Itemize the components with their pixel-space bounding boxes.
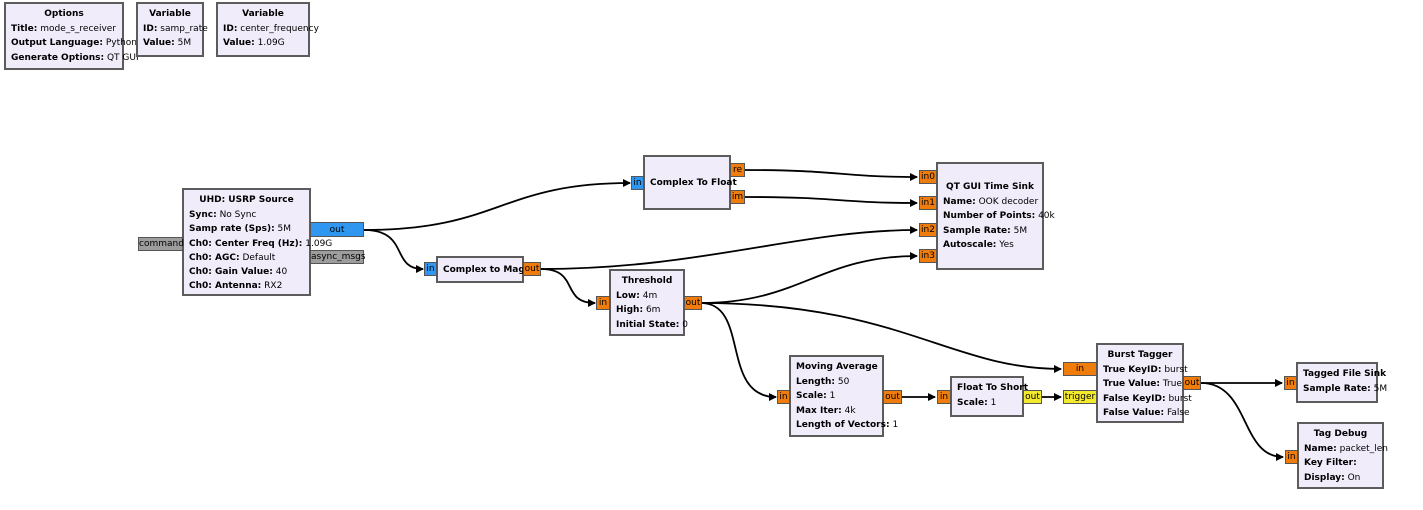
- time-sink-in1-port[interactable]: in1: [919, 196, 937, 210]
- wire-threshold-to-burst-tagger: [700, 302, 1062, 373]
- param-row: ID: samp_rate: [143, 24, 208, 35]
- param-row: Scale: 1: [957, 398, 997, 409]
- param-row: Initial State: 0: [616, 319, 688, 330]
- variable-samp-rate-block[interactable]: Variable ID: samp_rate Value: 5M: [136, 2, 208, 57]
- variable-center-frequency-block[interactable]: Variable ID: center_frequency Value: 1.0…: [216, 2, 319, 57]
- param-row: True KeyID: burst: [1103, 365, 1188, 376]
- complex-to-float-im-port[interactable]: im: [730, 190, 745, 204]
- burst-tagger-out-port[interactable]: out: [1183, 376, 1201, 390]
- wire-mag-to-threshold: [540, 268, 596, 307]
- wire-re-to-in0: [744, 169, 918, 181]
- moving-average-out-port[interactable]: out: [883, 390, 902, 404]
- block-title: Options: [44, 9, 84, 19]
- moving-average-in-port[interactable]: in: [777, 390, 790, 404]
- wire-usrp-to-complex-to-float: [363, 179, 631, 231]
- param-row: Output Language: Python: [11, 38, 138, 49]
- float-to-short-out-port[interactable]: out: [1023, 390, 1042, 404]
- float-to-short-in-port[interactable]: in: [937, 390, 951, 404]
- options-block[interactable]: Options Title: mode_s_receiver Output La…: [4, 2, 139, 70]
- wire-mag-to-in2: [540, 226, 918, 270]
- param-row: True Value: True: [1103, 379, 1182, 390]
- param-row: False Value: False: [1103, 407, 1190, 418]
- block-title: Complex To Float: [650, 178, 737, 188]
- param-row: Sample Rate: 5M: [1303, 384, 1388, 395]
- param-row: Key Filter:: [1304, 458, 1357, 469]
- complex-to-mag-in-port[interactable]: in: [424, 262, 437, 276]
- time-sink-block[interactable]: QT GUI Time Sink Name: OOK decoder Numbe…: [936, 162, 1055, 270]
- block-title: Float To Short: [957, 383, 1028, 393]
- param-row: Sync: No Sync: [189, 210, 257, 221]
- param-row: Ch0: AGC: Default: [189, 252, 276, 263]
- param-row: Ch0: Antenna: RX2: [189, 281, 283, 292]
- param-row: ID: center_frequency: [223, 24, 319, 35]
- param-row: Max Iter: 4k: [796, 405, 856, 416]
- param-row: High: 6m: [616, 305, 661, 316]
- block-title: Moving Average: [796, 362, 878, 372]
- param-row: Length of Vectors: 1: [796, 419, 899, 430]
- time-sink-in0-port[interactable]: in0: [919, 170, 937, 184]
- complex-to-float-block[interactable]: Complex To Float: [643, 155, 737, 210]
- param-row: Ch0: Center Freq (Hz): 1.09G: [189, 238, 333, 249]
- block-title: Variable: [149, 9, 191, 19]
- block-title: Burst Tagger: [1107, 350, 1173, 360]
- complex-to-float-in-port[interactable]: in: [631, 176, 644, 190]
- param-row: Ch0: Gain Value: 40: [189, 267, 288, 278]
- usrp-command-port[interactable]: command: [138, 237, 184, 251]
- param-row: Value: 1.09G: [223, 38, 285, 49]
- param-row: Low: 4m: [616, 291, 658, 302]
- wire-im-to-in1: [744, 196, 918, 207]
- param-row: Sample Rate: 5M: [943, 225, 1028, 236]
- complex-to-mag-out-port[interactable]: out: [523, 262, 541, 276]
- wire-threshold-to-in3: [700, 252, 918, 304]
- param-row: Name: OOK decoder: [943, 197, 1039, 208]
- time-sink-in2-port[interactable]: in2: [919, 223, 937, 237]
- param-row: Scale: 1: [796, 391, 836, 402]
- block-title: Variable: [242, 9, 284, 19]
- param-row: Number of Points: 40k: [943, 211, 1055, 222]
- burst-tagger-block[interactable]: Burst Tagger True KeyID: burst True Valu…: [1096, 343, 1192, 423]
- param-row: Length: 50: [796, 377, 850, 388]
- block-title: Tagged File Sink: [1303, 369, 1387, 379]
- block-title: Complex to Mag: [443, 265, 525, 275]
- tagged-file-sink-block[interactable]: Tagged File Sink Sample Rate: 5M: [1296, 362, 1388, 403]
- complex-to-float-re-port[interactable]: re: [730, 163, 745, 177]
- param-row: Samp rate (Sps): 5M: [189, 224, 292, 235]
- threshold-in-port[interactable]: in: [596, 296, 610, 310]
- block-title: QT GUI Time Sink: [946, 182, 1034, 192]
- usrp-source-block[interactable]: UHD: USRP Source Sync: No Sync Samp rate…: [182, 188, 333, 296]
- wire-usrp-to-complex-to-mag: [363, 229, 424, 273]
- threshold-out-port[interactable]: out: [684, 296, 702, 310]
- float-to-short-block[interactable]: Float To Short Scale: 1: [950, 376, 1028, 417]
- block-title: Threshold: [621, 276, 673, 286]
- param-row: Display: On: [1304, 472, 1361, 483]
- param-row: Generate Options: QT GUI: [11, 52, 139, 63]
- time-sink-in3-port[interactable]: in3: [919, 249, 937, 263]
- usrp-async-msgs-port[interactable]: async_msgs: [310, 250, 366, 264]
- tag-debug-block[interactable]: Tag Debug Name: packet_len Key Filter: D…: [1297, 422, 1388, 489]
- wire-burst-tagger-to-tag-debug: [1200, 382, 1284, 461]
- param-row: Autoscale: Yes: [943, 239, 1014, 250]
- block-title: Tag Debug: [1313, 429, 1368, 439]
- wire-threshold-to-moving-average: [700, 302, 777, 401]
- complex-to-mag-block[interactable]: Complex to Mag: [436, 256, 525, 283]
- tagged-file-sink-in-port[interactable]: in: [1284, 376, 1297, 390]
- param-row: False KeyID: burst: [1103, 393, 1192, 404]
- tag-debug-in-port[interactable]: in: [1285, 450, 1298, 464]
- param-row: Value: 5M: [143, 38, 192, 49]
- block-title: UHD: USRP Source: [199, 195, 294, 205]
- burst-tagger-trigger-port[interactable]: trigger: [1063, 390, 1097, 404]
- param-row: Name: packet_len: [1304, 444, 1388, 455]
- burst-tagger-in-port[interactable]: in: [1063, 362, 1097, 376]
- param-row: Title: mode_s_receiver: [11, 24, 117, 35]
- threshold-block[interactable]: Threshold Low: 4m High: 6m Initial State…: [609, 269, 688, 336]
- moving-average-block[interactable]: Moving Average Length: 50 Scale: 1 Max I…: [789, 355, 899, 437]
- usrp-out-port[interactable]: out: [310, 222, 364, 237]
